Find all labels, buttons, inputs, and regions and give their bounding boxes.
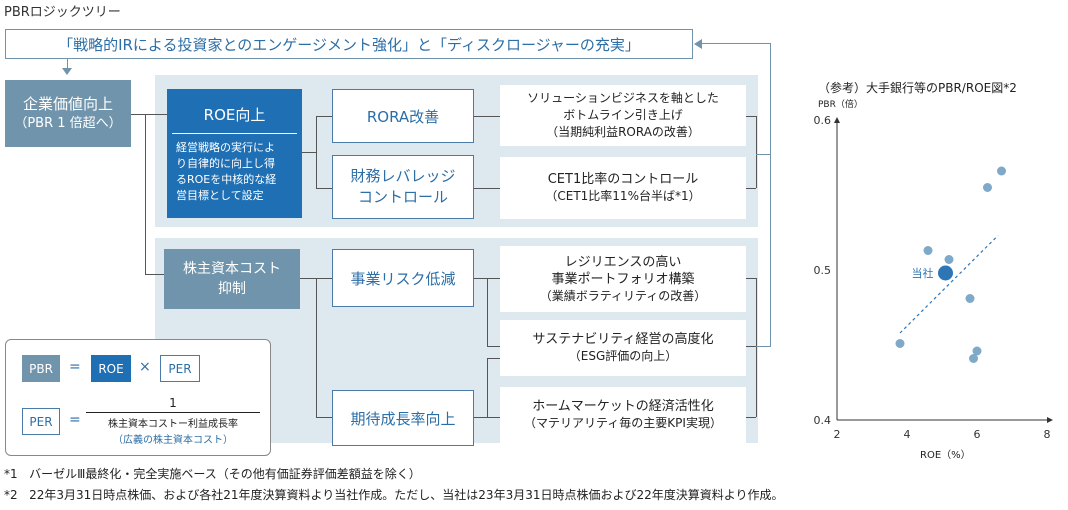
banner-box: 「戦略的IRによる投資家とのエンゲージメント強化」と「ディスクロージャーの充実」 (5, 29, 693, 59)
risk-label: 事業リスク低減 (350, 269, 456, 288)
roe-box: ROE向上 経営戦略の実行によ り自律的に向上し得 るROEを中核的な経 営目標… (167, 89, 302, 218)
formula-box: PBR = ROE × PER PER = 1 株主資本コストー利益成長率 （広… (5, 339, 271, 456)
formula-pbr: PBR (22, 355, 60, 382)
arrow-left-icon (694, 39, 702, 49)
root-line2: （PBR 1 倍超へ） (14, 115, 122, 131)
rora-label: RORA改善 (366, 107, 440, 126)
cet1-box: CET1比率のコントロール （CET1比率11%台半ば*1） (500, 157, 746, 219)
formula-per: PER (160, 355, 200, 382)
y-tick-label: 0.5 (814, 264, 832, 277)
formula-roe: ROE (91, 355, 131, 382)
scatter-point (983, 183, 992, 192)
highlight-label: 当社 (912, 266, 934, 280)
home-box: ホームマーケットの経済活性化 （マテリアリティ毎の主要KPI実現） (500, 387, 746, 443)
resilience-box: レジリエンスの高い 事業ポートフォリオ構築 （業績ボラティリティの改善） (500, 246, 746, 312)
y-axis-label: PBR（倍） (818, 100, 863, 110)
root-line1: 企業価値向上 (22, 94, 113, 113)
x-tick-label: 4 (904, 428, 911, 441)
x-axis-label: ROE（%） (920, 450, 971, 461)
highlight-point (938, 265, 953, 281)
x-tick-label: 6 (974, 428, 981, 441)
scatter-point (923, 246, 933, 255)
x-tick-label: 2 (834, 428, 841, 441)
scatter-point (969, 354, 978, 363)
roe-title: ROE向上 (203, 106, 266, 124)
x-tick-label: 8 (1044, 428, 1051, 441)
x-axis-arrow-icon (1047, 417, 1053, 423)
formula-per2: PER (22, 408, 60, 435)
growth-label: 期待成長率向上 (350, 409, 456, 428)
footnote-2: *2 22年3月31日時点株価、および各社21年度決算資料より当社作成。ただし、… (4, 488, 784, 502)
risk-box: 事業リスク低減 (332, 249, 474, 307)
roe-desc: 経営戦略の実行によ り自律的に向上し得 るROEを中核的な経 営目標として設定 (172, 133, 297, 204)
y-tick-label: 0.6 (814, 114, 832, 127)
scatter-point (895, 339, 905, 348)
arrow-down-icon (62, 68, 72, 75)
growth-box: 期待成長率向上 (332, 390, 474, 446)
y-axis-arrow-icon (834, 117, 840, 123)
trend-line (899, 235, 999, 334)
chart-title: （参考）大手銀行等のPBR/ROE図*2 (818, 81, 1017, 95)
root-box: 企業価値向上 （PBR 1 倍超へ） (5, 80, 131, 147)
solution-box: ソリューションビジネスを軸とした ボトムライン引き上げ （当期純利益RORAの改… (500, 85, 746, 146)
scatter-point (997, 166, 1006, 176)
sustain-box: サステナビリティ経営の高度化 （ESG評価の向上） (500, 320, 746, 376)
scatter-chart: 2 4 6 8 0.6 0.5 0.4 当社 (814, 114, 1053, 441)
rora-box: RORA改善 (332, 89, 474, 143)
footnote-1: *1 バーゼルⅢ最終化・完全実施ベース（その他有価証券評価差額益を除く） (4, 467, 421, 481)
scatter-point (944, 255, 954, 264)
leverage-box: 財務レバレッジ コントロール (332, 155, 474, 219)
banner-text: 「戦略的IRによる投資家とのエンゲージメント強化」と「ディスクロージャーの充実」 (58, 35, 640, 54)
scatter-point (965, 294, 975, 303)
y-tick-label: 0.4 (814, 414, 832, 427)
page-title: PBRロジックツリー (4, 5, 121, 20)
cost-box: 株主資本コスト 抑制 (164, 249, 300, 309)
scatter-point (972, 346, 982, 356)
